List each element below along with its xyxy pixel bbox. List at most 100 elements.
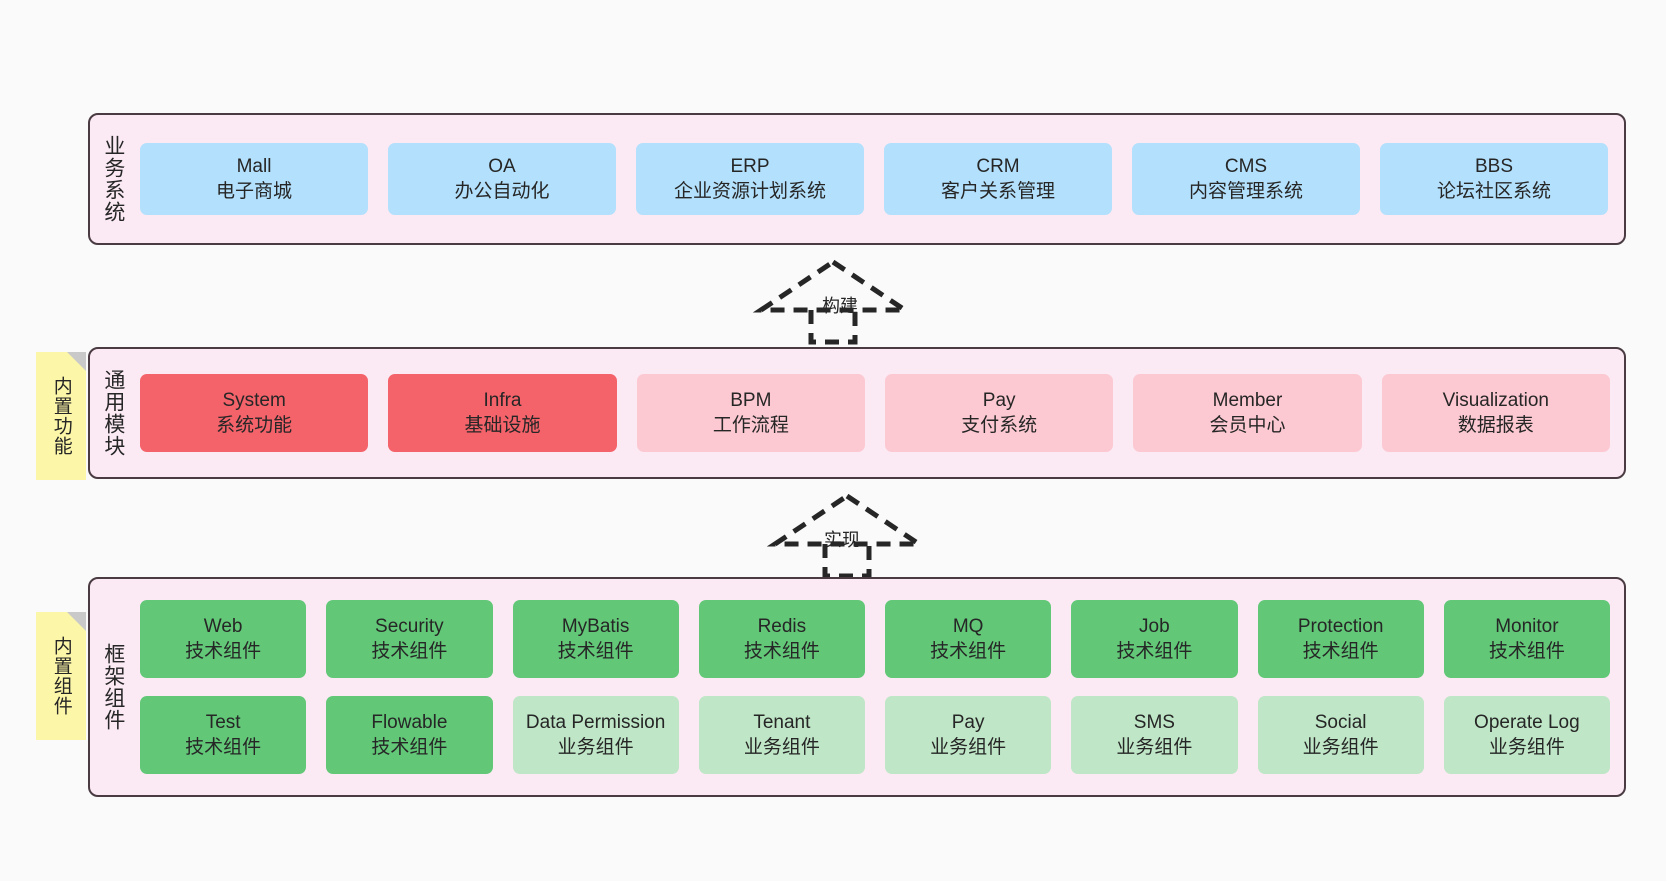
component-desc: 技术组件 <box>743 641 820 662</box>
module-desc: 数据报表 <box>1457 415 1534 436</box>
component-desc: 技术组件 <box>371 641 448 662</box>
component-social[interactable]: Social 业务组件 <box>1257 696 1424 774</box>
layer-common-modules: 通用模块 System 系统功能 Infra 基础设施 BPM 工作流程 Pay… <box>88 347 1626 479</box>
component-desc: 技术组件 <box>1116 641 1193 662</box>
component-name: Flowable <box>371 711 448 733</box>
sticky-note-builtin-features: 内置功能 <box>36 352 86 480</box>
component-monitor[interactable]: Monitor 技术组件 <box>1443 600 1610 678</box>
row-business-apps: Mall 电子商城 OA 办公自动化 ERP 企业资源计划系统 CRM 客户关系… <box>140 143 1608 215</box>
module-bbs[interactable]: BBS 论坛社区系统 <box>1380 143 1608 215</box>
component-tenant[interactable]: Tenant 业务组件 <box>698 696 865 774</box>
sticky-note-label: 内置组件 <box>50 636 72 716</box>
component-desc: 业务组件 <box>743 737 820 758</box>
component-desc: 技术组件 <box>185 641 262 662</box>
row-common-modules: System 系统功能 Infra 基础设施 BPM 工作流程 Pay 支付系统… <box>140 374 1610 452</box>
module-name: Member <box>1212 389 1283 411</box>
module-desc: 办公自动化 <box>454 181 550 202</box>
module-desc: 内容管理系统 <box>1188 181 1303 202</box>
module-crm[interactable]: CRM 客户关系管理 <box>884 143 1112 215</box>
module-mall[interactable]: Mall 电子商城 <box>140 143 368 215</box>
module-name: Visualization <box>1442 389 1549 411</box>
module-pay[interactable]: Pay 支付系统 <box>884 374 1114 452</box>
component-protection[interactable]: Protection 技术组件 <box>1257 600 1424 678</box>
module-name: Mall <box>236 155 272 177</box>
layer-framework-components: 框架组件 Web 技术组件 Security 技术组件 MyBatis 技术组件… <box>88 577 1626 797</box>
component-desc: 技术组件 <box>557 641 634 662</box>
component-desc: 技术组件 <box>1302 641 1379 662</box>
module-bpm[interactable]: BPM 工作流程 <box>636 374 865 452</box>
module-desc: 会员中心 <box>1209 415 1286 436</box>
module-desc: 企业资源计划系统 <box>673 181 826 202</box>
component-pay[interactable]: Pay 业务组件 <box>885 696 1052 774</box>
component-desc: 业务组件 <box>1302 737 1379 758</box>
component-name: Operate Log <box>1474 711 1580 733</box>
module-desc: 论坛社区系统 <box>1436 181 1551 202</box>
layer-body-common: System 系统功能 Infra 基础设施 BPM 工作流程 Pay 支付系统… <box>136 349 1624 477</box>
component-name: Redis <box>757 615 807 637</box>
module-visualization[interactable]: Visualization 数据报表 <box>1381 374 1610 452</box>
layer-body-framework: Web 技术组件 Security 技术组件 MyBatis 技术组件 Redi… <box>136 579 1624 795</box>
component-mq[interactable]: MQ 技术组件 <box>885 600 1052 678</box>
module-system[interactable]: System 系统功能 <box>140 374 369 452</box>
component-name: MQ <box>952 615 984 637</box>
component-web[interactable]: Web 技术组件 <box>140 600 307 678</box>
component-name: MyBatis <box>561 615 630 637</box>
component-redis[interactable]: Redis 技术组件 <box>698 600 865 678</box>
module-name: Pay <box>982 389 1016 411</box>
component-name: Data Permission <box>525 711 666 733</box>
module-oa[interactable]: OA 办公自动化 <box>388 143 616 215</box>
component-data-permission[interactable]: Data Permission 业务组件 <box>512 696 679 774</box>
connector-implement: 实现 <box>766 492 928 579</box>
component-test[interactable]: Test 技术组件 <box>140 696 307 774</box>
component-name: Web <box>203 615 243 637</box>
module-name: ERP <box>730 155 770 177</box>
component-desc: 技术组件 <box>371 737 448 758</box>
layer-business-systems: 业务系统 Mall 电子商城 OA 办公自动化 ERP 企业资源计划系统 CRM… <box>88 113 1626 245</box>
component-desc: 业务组件 <box>930 737 1007 758</box>
module-name: OA <box>488 155 516 177</box>
module-desc: 系统功能 <box>216 415 293 436</box>
module-name: System <box>222 389 286 411</box>
component-name: Tenant <box>753 711 811 733</box>
component-desc: 业务组件 <box>557 737 634 758</box>
component-name: Security <box>375 615 444 637</box>
layer-title-common: 通用模块 <box>101 369 125 457</box>
row-tech-components: Web 技术组件 Security 技术组件 MyBatis 技术组件 Redi… <box>140 600 1610 678</box>
component-desc: 技术组件 <box>1488 641 1565 662</box>
module-name: BBS <box>1474 155 1514 177</box>
component-desc: 业务组件 <box>1116 737 1193 758</box>
module-member[interactable]: Member 会员中心 <box>1133 374 1362 452</box>
component-security[interactable]: Security 技术组件 <box>326 600 493 678</box>
connector-build: 构建 <box>752 258 914 345</box>
component-name: Monitor <box>1495 615 1559 637</box>
module-desc: 支付系统 <box>961 415 1038 436</box>
module-infra[interactable]: Infra 基础设施 <box>388 374 617 452</box>
module-cms[interactable]: CMS 内容管理系统 <box>1132 143 1360 215</box>
component-name: Protection <box>1297 615 1384 637</box>
component-name: Social <box>1314 711 1367 733</box>
layer-title-business: 业务系统 <box>101 135 125 223</box>
component-operate-log[interactable]: Operate Log 业务组件 <box>1443 696 1610 774</box>
component-job[interactable]: Job 技术组件 <box>1071 600 1238 678</box>
module-desc: 工作流程 <box>712 415 789 436</box>
row-business-components: Test 技术组件 Flowable 技术组件 Data Permission … <box>140 696 1610 774</box>
component-desc: 技术组件 <box>930 641 1007 662</box>
component-name: Job <box>1139 615 1170 637</box>
sticky-note-label: 内置功能 <box>50 376 72 456</box>
module-desc: 客户关系管理 <box>940 181 1055 202</box>
component-desc: 技术组件 <box>185 737 262 758</box>
module-desc: 基础设施 <box>464 415 541 436</box>
module-erp[interactable]: ERP 企业资源计划系统 <box>636 143 864 215</box>
module-name: BPM <box>730 389 772 411</box>
component-desc: 业务组件 <box>1488 737 1565 758</box>
layer-title-framework: 框架组件 <box>101 643 125 731</box>
component-mybatis[interactable]: MyBatis 技术组件 <box>512 600 679 678</box>
layer-body-business: Mall 电子商城 OA 办公自动化 ERP 企业资源计划系统 CRM 客户关系… <box>136 115 1624 243</box>
module-name: Infra <box>483 389 522 411</box>
component-name: Test <box>205 711 241 733</box>
component-sms[interactable]: SMS 业务组件 <box>1071 696 1238 774</box>
component-flowable[interactable]: Flowable 技术组件 <box>326 696 493 774</box>
module-name: CMS <box>1224 155 1268 177</box>
sticky-note-builtin-components: 内置组件 <box>36 612 86 740</box>
